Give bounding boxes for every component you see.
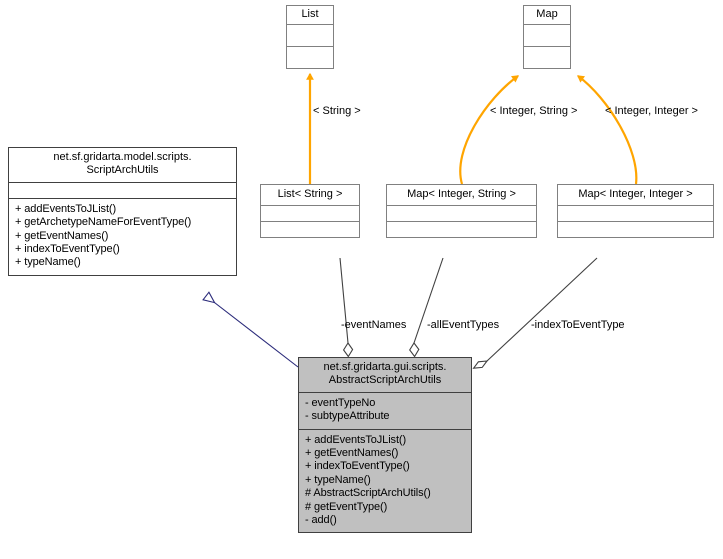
edge-label-binding-map-integer-integer: < Integer, Integer > xyxy=(605,105,698,117)
class-member: + indexToEventType() xyxy=(305,460,410,473)
class-node-script-arch-utils-attributes xyxy=(9,181,236,198)
class-member: + getEventNames() xyxy=(15,229,109,242)
class-node-script-arch-utils-title: net.sf.gridarta.model.scripts. ScriptArc… xyxy=(53,151,192,177)
edge-generalization xyxy=(206,296,299,368)
edge-label-binding-list-string: < String > xyxy=(313,105,361,117)
class-node-script-arch-utils-operations: + addEventsToJList()+ getArchetypeNameFo… xyxy=(9,197,236,275)
class-node-list-string-title: List< String > xyxy=(277,188,343,200)
class-node-map-integer-string-title: Map< Integer, String > xyxy=(407,188,516,200)
edge-label-index-to-event-type: -indexToEventType xyxy=(531,319,625,331)
class-node-abstract-script-arch-utils[interactable]: net.sf.gridarta.gui.scripts. AbstractScr… xyxy=(298,357,472,534)
class-node-map-integer-integer-attributes xyxy=(558,205,713,221)
class-member: # AbstractScriptArchUtils() xyxy=(305,487,431,500)
edge-aggregation-all-event-types xyxy=(409,257,444,358)
edge-label-event-names: -eventNames xyxy=(341,319,407,331)
edge-binding-map-integer-integer xyxy=(577,75,638,185)
class-member: - add() xyxy=(305,514,337,527)
class-member: + indexToEventType() xyxy=(15,243,120,256)
edge-binding-map-integer-string xyxy=(459,75,519,185)
class-node-map-integer-string-attributes xyxy=(387,205,536,221)
class-node-abstract-script-arch-utils-attributes: - eventTypeNo- subtypeAttribute xyxy=(299,391,471,429)
class-node-list-string-attributes xyxy=(261,205,359,221)
class-node-map[interactable]: Map xyxy=(523,5,571,70)
class-member: + getEventNames() xyxy=(305,447,399,460)
class-node-map-integer-string[interactable]: Map< Integer, String > xyxy=(386,184,537,239)
class-member: + addEventsToJList() xyxy=(15,202,117,215)
class-node-map-integer-integer[interactable]: Map< Integer, Integer > xyxy=(557,184,714,239)
class-node-map-operations xyxy=(524,46,570,68)
class-member: + addEventsToJList() xyxy=(305,433,407,446)
class-node-map-title: Map xyxy=(536,8,558,20)
class-member: + typeName() xyxy=(15,256,81,269)
class-node-abstract-script-arch-utils-title: net.sf.gridarta.gui.scripts. AbstractScr… xyxy=(323,361,447,387)
class-member: - eventTypeNo xyxy=(305,396,376,409)
edge-aggregation-index-to-event-type xyxy=(472,257,598,369)
class-node-list-title: List xyxy=(301,8,319,20)
class-node-map-integer-integer-operations xyxy=(558,221,713,237)
class-node-abstract-script-arch-utils-operations: + addEventsToJList()+ getEventNames()+ i… xyxy=(299,428,471,533)
class-node-map-integer-integer-title: Map< Integer, Integer > xyxy=(578,188,693,200)
class-node-list-operations xyxy=(287,46,333,68)
class-node-list-attributes xyxy=(287,24,333,46)
edge-aggregation-event-names xyxy=(339,257,354,358)
class-node-map-integer-string-operations xyxy=(387,221,536,237)
class-node-list[interactable]: List xyxy=(286,5,334,70)
class-member: - subtypeAttribute xyxy=(305,410,390,423)
edge-label-all-event-types: -allEventTypes xyxy=(427,319,500,331)
class-member: + getArchetypeNameForEventType() xyxy=(15,216,192,229)
edge-label-binding-map-integer-string: < Integer, String > xyxy=(490,105,578,117)
class-node-list-string-operations xyxy=(261,221,359,237)
class-node-list-string[interactable]: List< String > xyxy=(260,184,360,239)
class-node-script-arch-utils[interactable]: net.sf.gridarta.model.scripts. ScriptArc… xyxy=(8,147,237,276)
class-node-map-attributes xyxy=(524,24,570,46)
class-member: # getEventType() xyxy=(305,500,388,513)
class-member: + typeName() xyxy=(305,473,371,486)
